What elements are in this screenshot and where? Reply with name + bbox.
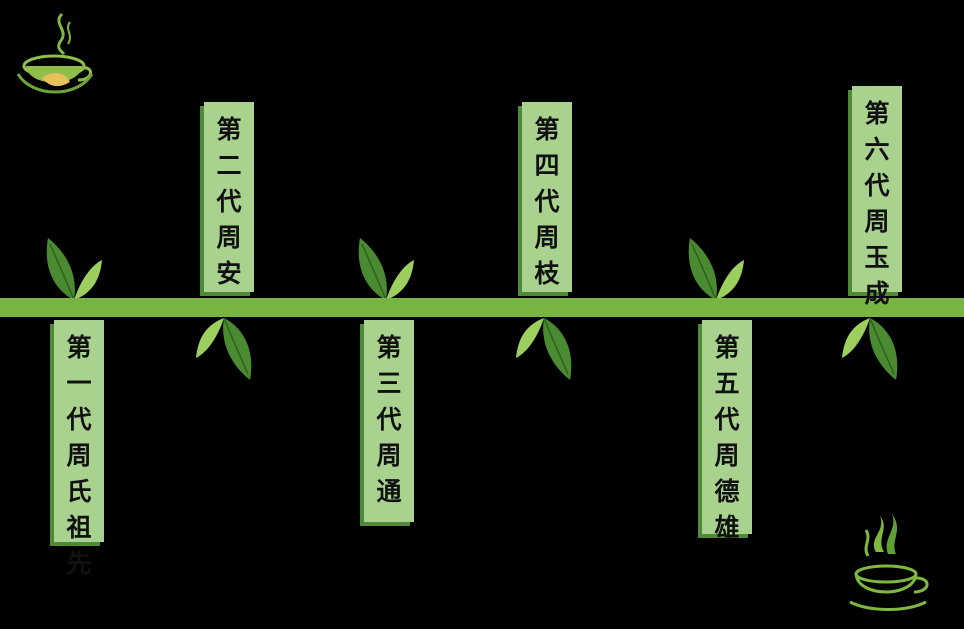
leaf-sprout-icon [352, 236, 416, 302]
generation-label-char: 一 [66, 366, 91, 402]
generation-label-char: 周 [216, 220, 241, 256]
generation-label-char: 三 [376, 366, 401, 402]
generation-label-char: 玉 [864, 240, 889, 276]
generation-label-char: 氏 [66, 474, 91, 510]
generation-label-char: 枝 [534, 256, 559, 292]
generation-label-char: 周 [534, 220, 559, 256]
generation-label-char: 祖 [66, 510, 91, 546]
generation-label-char: 第 [864, 96, 889, 132]
generation-label-char: 先 [66, 546, 91, 582]
generation-label-char: 第 [216, 112, 241, 148]
leaf-sprout-icon [840, 316, 904, 382]
generation-label-char: 代 [534, 184, 559, 220]
generation-card-3: 第三代周通 [364, 320, 414, 522]
leaf-sprout-icon [40, 236, 104, 302]
generation-card-6: 第六代周玉成 [852, 86, 902, 292]
generation-label-char: 六 [864, 132, 889, 168]
generation-label-char: 通 [376, 474, 401, 510]
generation-label-char: 周 [66, 438, 91, 474]
generation-label-char: 代 [66, 402, 91, 438]
timeline-bar [0, 298, 964, 317]
generation-label-char: 周 [376, 438, 401, 474]
leaf-sprout-icon [682, 236, 746, 302]
generation-label-char: 第 [376, 330, 401, 366]
generation-card-1: 第一代周氏祖先 [54, 320, 104, 542]
generation-card-4: 第四代周枝 [522, 102, 572, 292]
leaf-sprout-icon [194, 316, 258, 382]
generation-label-char: 五 [714, 366, 739, 402]
generation-label-char: 第 [66, 330, 91, 366]
generation-label-char: 安 [216, 256, 241, 292]
generation-label-char: 第 [534, 112, 559, 148]
leaf-sprout-icon [514, 316, 578, 382]
generation-label-char: 代 [864, 168, 889, 204]
generation-label-char: 代 [216, 184, 241, 220]
generation-label-char: 德 [714, 474, 739, 510]
generation-label-char: 雄 [714, 510, 739, 546]
generation-label-char: 第 [714, 330, 739, 366]
generation-card-5: 第五代周德雄 [702, 320, 752, 534]
tea-cup-icon [12, 8, 96, 100]
generation-label-char: 代 [714, 402, 739, 438]
generation-label-char: 代 [376, 402, 401, 438]
generation-card-2: 第二代周安 [204, 102, 254, 292]
generation-label-char: 成 [864, 276, 889, 312]
generation-label-char: 二 [216, 148, 241, 184]
generation-label-char: 四 [534, 148, 559, 184]
generation-label-char: 周 [864, 204, 889, 240]
generation-label-char: 周 [714, 438, 739, 474]
tea-cup-icon [846, 508, 936, 618]
